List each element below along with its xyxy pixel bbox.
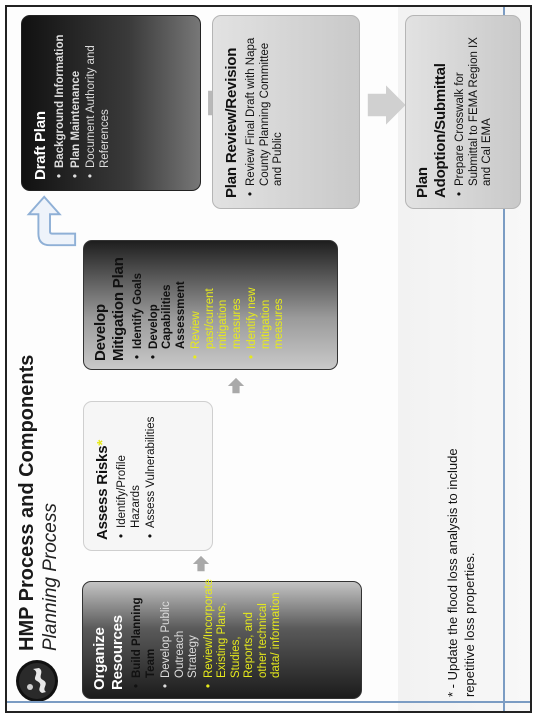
- develop-bullet-3: Review past/current mitigation measures: [190, 249, 244, 349]
- footnote-line-2: repetitive loss properties.: [462, 552, 477, 697]
- assess-title-text: Assess Risks: [94, 445, 111, 540]
- rotated-diagram: HMP Process and Components Planning Proc…: [7, 7, 528, 711]
- develop-bullet-4: Identify new mitigation measures: [246, 249, 287, 349]
- step-plan-adoption-submittal: Plan Adoption/Submittal Prepare Crosswal…: [405, 15, 521, 209]
- review-bullets: Review Final Draft with Napa County Plan…: [245, 26, 286, 198]
- adoption-title-line2: Adoption/Submittal: [432, 63, 449, 198]
- organize-bullet-3: Review/Incorporate Existing Plans, Studi…: [203, 579, 284, 678]
- assess-bullet-1: Identify/Profile Hazards: [116, 412, 143, 528]
- step-draft-plan: Draft Plan Background Information Plan M…: [21, 15, 201, 191]
- develop-bullet-2: Develop Capabilities Assessment: [148, 249, 189, 349]
- page-title: HMP Process and Components: [16, 354, 38, 651]
- organize-title-line2: Resources: [109, 615, 126, 690]
- organize-bullets: Build Planning Team Develop Public Outre…: [131, 579, 284, 690]
- organize-bullet-1: Build Planning Team: [131, 590, 158, 679]
- develop-title: Develop Mitigation Plan: [92, 249, 128, 361]
- slide-frame: HMP Process and Components Planning Proc…: [5, 5, 532, 713]
- arrow-organize-to-assess: [192, 555, 210, 572]
- step-plan-review-revision-box: Plan Review/Revision Review Final Draft …: [212, 15, 360, 209]
- develop-bullet-1: Identify Goals: [132, 249, 146, 349]
- draft-bullet-2: Plan Maintenance: [70, 26, 84, 168]
- county-seal-logo: [16, 660, 58, 702]
- adoption-title: Plan Adoption/Submittal: [414, 26, 450, 198]
- curved-arrow-develop-to-draft: [26, 195, 77, 247]
- assess-bullets: Identify/Profile Hazards Assess Vulnerab…: [116, 412, 159, 540]
- draft-bullet-1: Background Information: [54, 26, 68, 168]
- assess-star-marker: *: [94, 440, 111, 446]
- adoption-bullet-1: Prepare Crosswalk for Submittal to FEMA …: [454, 26, 495, 186]
- develop-bullets: Identify Goals Develop Capabilities Asse…: [132, 249, 287, 361]
- review-bullet-1: Review Final Draft with Napa County Plan…: [245, 26, 286, 186]
- arrow-assess-to-develop: [227, 377, 245, 394]
- footer-rule: [7, 701, 530, 703]
- draft-bullet-3: Document Authority and References: [85, 26, 112, 168]
- footnote-line-1: * - Update the flood loss analysis to in…: [445, 448, 460, 697]
- review-title: Plan Review/Revision: [223, 47, 240, 198]
- assess-bullet-2: Assess Vulnerabilities: [145, 412, 159, 528]
- draft-title: Draft Plan: [32, 111, 49, 180]
- footnote: * - Update the flood loss analysis to in…: [444, 448, 478, 697]
- organize-bullet-2: Develop Public Outreach Strategy: [160, 590, 201, 678]
- develop-title-line1: Develop: [92, 304, 109, 361]
- page-subtitle: Planning Process: [40, 503, 61, 651]
- develop-title-line2: Mitigation Plan: [110, 257, 127, 361]
- step-assess-risks: Assess Risks* Identify/Profile Hazards A…: [83, 401, 213, 551]
- arrow-review-to-adoption: [367, 85, 406, 125]
- step-organize-resources: Organize Resources Build Planning Team D…: [82, 579, 362, 699]
- step-develop-mitigation-plan: Develop Mitigation Plan Identify Goals D…: [83, 240, 338, 370]
- draft-bullets: Background Information Plan Maintenance …: [54, 26, 112, 180]
- assess-title: Assess Risks*: [94, 412, 112, 540]
- adoption-bullets: Prepare Crosswalk for Submittal to FEMA …: [454, 26, 495, 198]
- organize-title: Organize Resources: [91, 590, 127, 690]
- adoption-title-line1: Plan: [414, 167, 431, 198]
- organize-title-line1: Organize: [91, 627, 108, 690]
- side-band-rule: [503, 7, 505, 711]
